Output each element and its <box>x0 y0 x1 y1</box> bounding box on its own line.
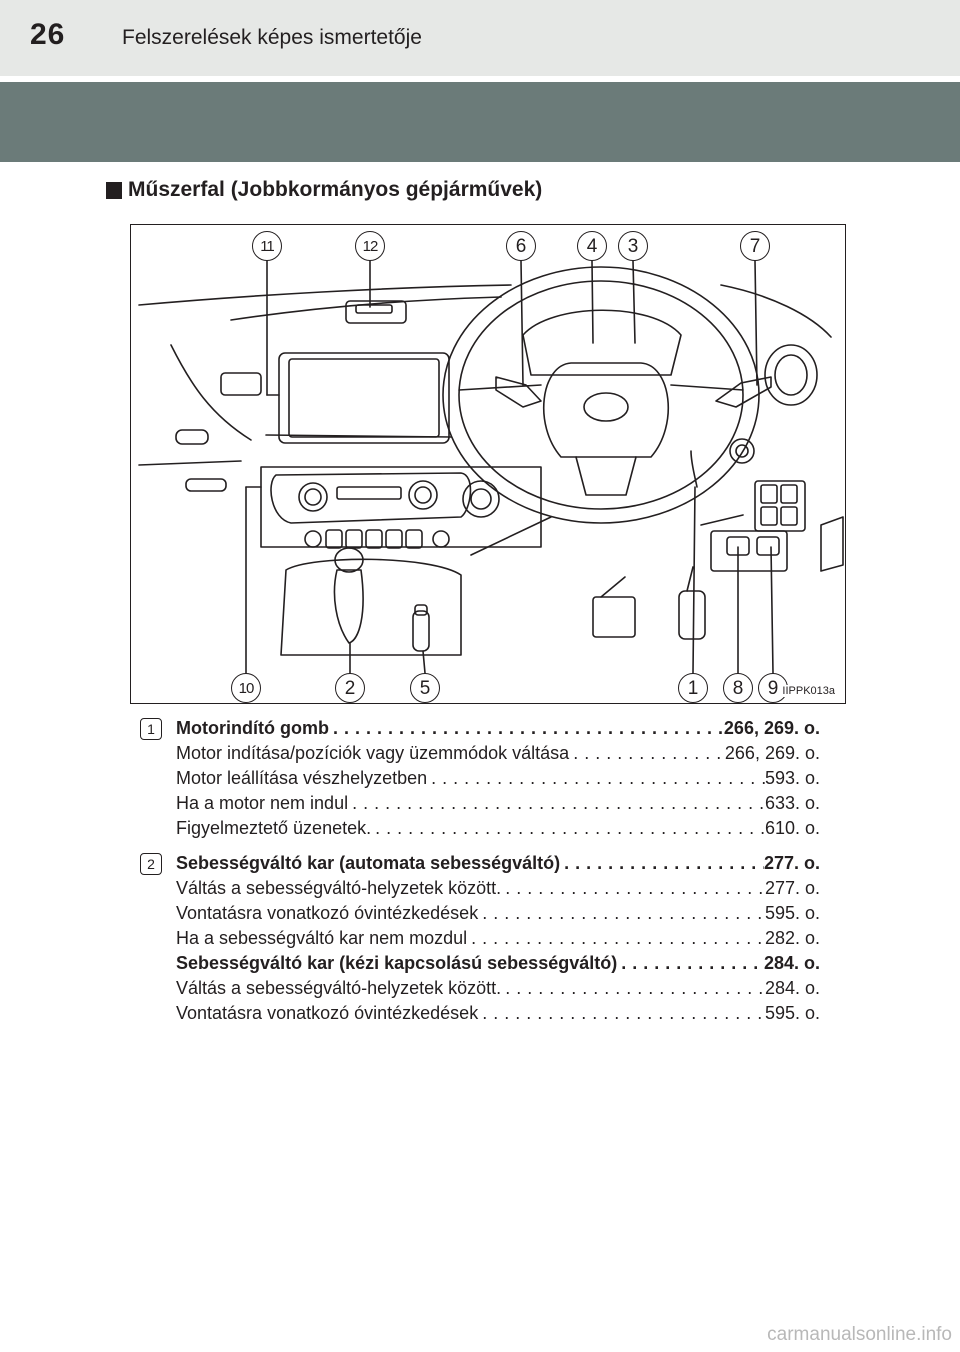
entry-line: Sebességváltó kar (kézi kapcsolású sebes… <box>176 951 820 976</box>
callout-8: 8 <box>723 673 753 703</box>
figure-code: IIPPK013a <box>780 685 837 697</box>
callout-1: 1 <box>678 673 708 703</box>
entry-line: Ha a motor nem indul633. o. <box>176 791 820 816</box>
dashboard-illustration: 11 12 6 4 3 7 10 2 5 1 8 9 IIPPK013a <box>130 224 846 704</box>
callout-11: 11 <box>252 231 282 261</box>
entry-line: Vontatásra vonatkozó óvintézkedések595. … <box>176 1001 820 1026</box>
header-band <box>0 82 960 162</box>
entry-number-badge: 2 <box>140 853 162 875</box>
section-title: Műszerfal (Jobbkormányos gépjárművek) <box>128 178 543 201</box>
callout-10: 10 <box>231 673 261 703</box>
entry-line: Motor leállítása vészhelyzetben593. o. <box>176 766 820 791</box>
callout-6: 6 <box>506 231 536 261</box>
callout-7: 7 <box>740 231 770 261</box>
dashboard-drawing <box>138 260 844 674</box>
chapter-title: Felszerelések képes ismertetője <box>122 26 422 49</box>
entry-line: Vontatásra vonatkozó óvintézkedések595. … <box>176 901 820 926</box>
entry-line: Sebességváltó kar (automata sebességvált… <box>176 851 820 876</box>
entry-line: Figyelmeztető üzenetek.610. o. <box>176 816 820 841</box>
section-heading: Műszerfal (Jobbkormányos gépjárművek) <box>106 178 542 202</box>
entry-list: 1 Motorindító gomb266, 269. o. Motor ind… <box>140 716 820 1036</box>
page-header: 26 Felszerelések képes ismertetője <box>0 0 960 76</box>
entry-1: 1 Motorindító gomb266, 269. o. Motor ind… <box>140 716 820 841</box>
entry-line: Motor indítása/pozíciók vagy üzemmódok v… <box>176 741 820 766</box>
watermark: carmanualsonline.info <box>767 1324 952 1345</box>
entry-line: Váltás a sebességváltó-helyzetek között.… <box>176 976 820 1001</box>
section-marker-icon <box>106 181 122 199</box>
entry-2: 2 Sebességváltó kar (automata sebességvá… <box>140 851 820 1026</box>
callout-12: 12 <box>355 231 385 261</box>
entry-line: Váltás a sebességváltó-helyzetek között.… <box>176 876 820 901</box>
callout-5: 5 <box>410 673 440 703</box>
page-number: 26 <box>30 18 66 51</box>
callout-3: 3 <box>618 231 648 261</box>
entry-line: Motorindító gomb266, 269. o. <box>176 716 820 741</box>
callout-4: 4 <box>577 231 607 261</box>
entry-number-badge: 1 <box>140 718 162 740</box>
callout-2: 2 <box>335 673 365 703</box>
entry-line: Ha a sebességváltó kar nem mozdul282. o. <box>176 926 820 951</box>
